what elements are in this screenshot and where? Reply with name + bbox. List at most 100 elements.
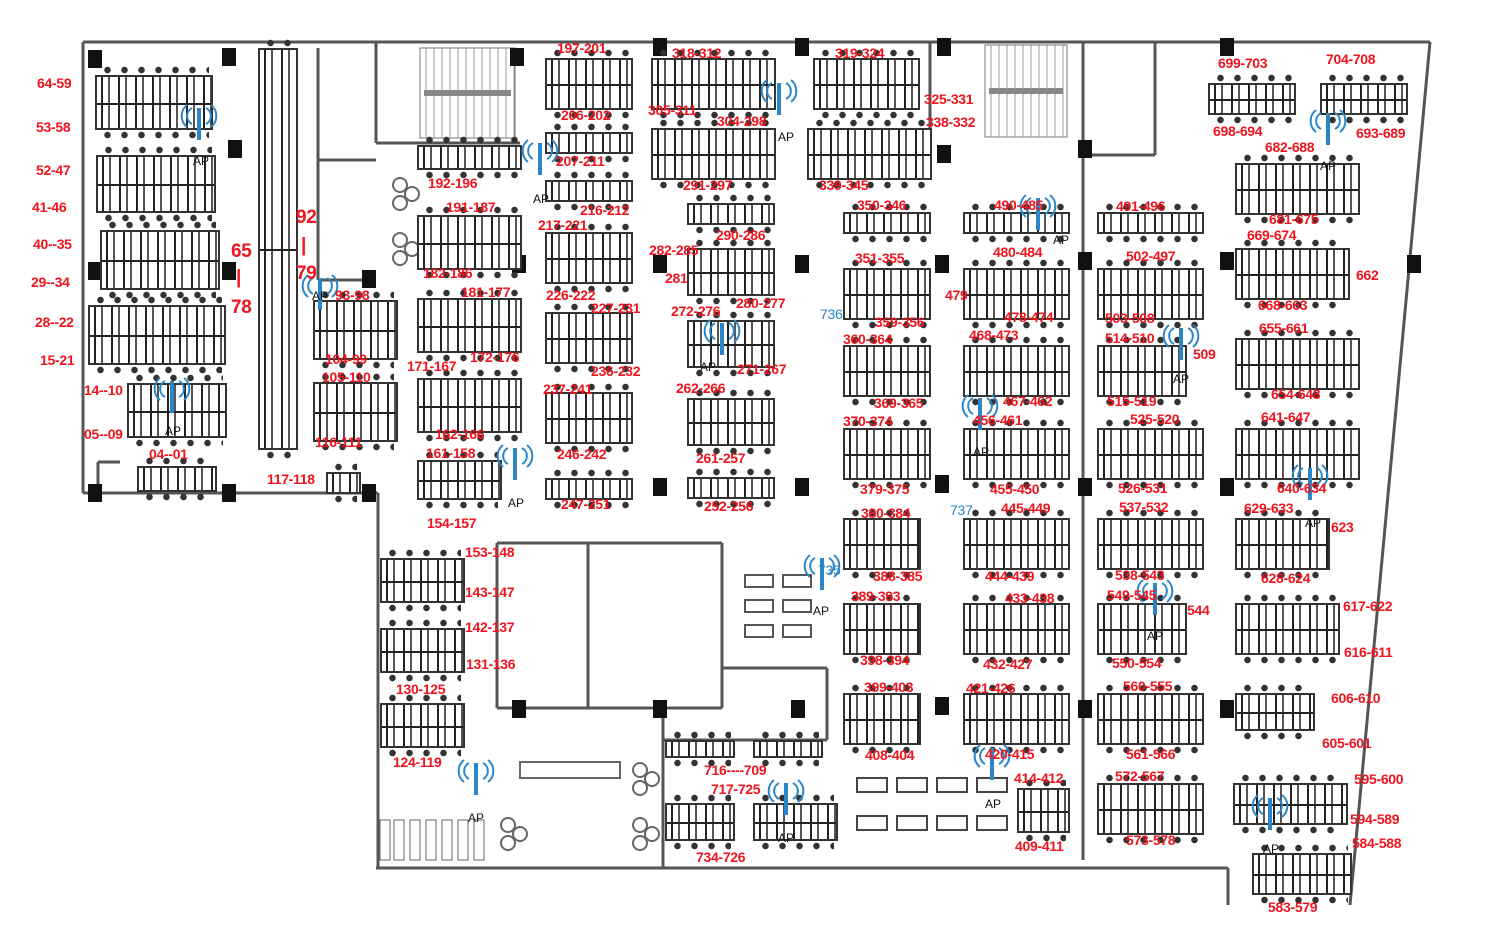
seat-range-label: 105-110 xyxy=(322,369,371,385)
meeting-table xyxy=(856,815,888,831)
desk-divider xyxy=(315,330,396,332)
seat-range-label: 549-545 xyxy=(1107,587,1157,603)
desk-divider xyxy=(689,272,773,274)
meeting-table xyxy=(936,777,968,793)
seat-range-label: 197-201 xyxy=(557,40,607,56)
seat-range-label: 339-345 xyxy=(819,177,869,193)
desk-divider xyxy=(1237,712,1313,714)
seat-range-label: 572-567 xyxy=(1115,768,1165,784)
seat-range-label: 514-510 xyxy=(1105,330,1155,346)
lounge-chair xyxy=(644,771,660,787)
seat-range-label: 682-688 xyxy=(1265,139,1315,155)
seat-range-label: 369-365 xyxy=(874,395,924,411)
seat-range-label: 53-58 xyxy=(36,119,71,135)
seat-range-label: 490-485 xyxy=(994,197,1044,213)
desk-cluster xyxy=(1097,336,1187,406)
desk-cluster xyxy=(843,336,931,406)
seat-range-label: 444-439 xyxy=(985,568,1035,584)
seat-range-label: 480-484 xyxy=(993,244,1043,260)
seat-range-label: 550-554 xyxy=(1112,655,1162,671)
seat-range-label: 153-148 xyxy=(465,544,515,560)
seat-range-label: 561-566 xyxy=(1126,746,1176,762)
seat-range-label: 584-588 xyxy=(1352,835,1402,851)
desk-divider xyxy=(1237,544,1328,546)
seat-range-label: 319-324 xyxy=(835,45,885,61)
desk-cluster xyxy=(545,123,633,163)
desk-divider xyxy=(1210,99,1294,101)
desk-divider xyxy=(1237,454,1358,456)
desk-divider xyxy=(1099,544,1202,546)
wifi-access-point-icon xyxy=(149,375,195,415)
lounge-chair xyxy=(644,826,660,842)
seat-range-label: 515-519 xyxy=(1107,393,1157,409)
lounge-chair xyxy=(392,177,408,193)
desk-cluster xyxy=(258,39,298,459)
structural-column xyxy=(935,475,949,493)
desk-cluster xyxy=(963,259,1070,329)
seat-range-label: 389-393 xyxy=(851,588,901,604)
structural-column xyxy=(935,255,949,273)
structural-column xyxy=(512,700,526,718)
desk-cluster xyxy=(1208,74,1296,124)
desk-cluster xyxy=(665,794,735,850)
seat-range-label: 227-231 xyxy=(591,300,641,316)
desk-divider xyxy=(129,410,225,413)
seat-range-label: 131-136 xyxy=(466,656,516,672)
wifi-access-point-icon xyxy=(453,757,499,797)
wifi-access-point-icon xyxy=(1247,792,1293,832)
seat-range-label: 325-331 xyxy=(924,91,974,107)
desk-divider xyxy=(809,154,930,156)
seat-range-label: 52-47 xyxy=(36,162,71,178)
desk-divider xyxy=(653,84,774,86)
seat-range-label: 359-356 xyxy=(875,314,925,330)
seat-range-label: 704-708 xyxy=(1326,51,1376,67)
desk-cluster xyxy=(545,223,633,293)
ap-label: AP xyxy=(1263,842,1280,856)
locker xyxy=(425,819,437,861)
seat-range-label: 388-385 xyxy=(873,568,923,584)
desk-cluster xyxy=(417,136,522,179)
aisle-seat-range-label: 92 xyxy=(296,207,317,228)
structural-column xyxy=(653,478,667,496)
wifi-access-point-icon xyxy=(297,272,343,312)
seat-range-label: 262-266 xyxy=(676,380,726,396)
wifi-access-point-icon xyxy=(957,392,1003,432)
desk-divider xyxy=(965,719,1068,721)
wifi-access-point-icon xyxy=(1015,192,1061,232)
wifi-access-point-icon xyxy=(1287,462,1333,502)
desk-divider xyxy=(1237,189,1358,191)
seat-range-label: 623 xyxy=(1331,519,1354,535)
desk-cluster xyxy=(417,206,522,279)
desk-divider xyxy=(965,294,1068,296)
desk-divider xyxy=(845,719,919,721)
desk-divider xyxy=(845,454,929,456)
desk-cluster xyxy=(1235,154,1360,224)
desk-cluster xyxy=(545,383,633,453)
seat-range-label: 272-276 xyxy=(671,303,721,319)
desk-cluster xyxy=(545,171,633,211)
seat-range-label: 380-384 xyxy=(861,505,911,521)
structural-column xyxy=(1220,38,1234,56)
meeting-table xyxy=(976,815,1008,831)
seat-range-label: 573-578 xyxy=(1126,832,1176,848)
seat-range-label: 142-137 xyxy=(465,619,515,635)
desk-divider xyxy=(419,480,500,482)
seat-range-label: 64-59 xyxy=(37,75,72,91)
desk-divider xyxy=(1237,364,1358,366)
seat-range-label: 681-675 xyxy=(1269,211,1319,227)
seat-range-label: 370-374 xyxy=(843,413,893,429)
desk-divider xyxy=(547,338,631,340)
desk-divider xyxy=(1099,294,1202,296)
desk-divider xyxy=(755,822,836,824)
desk-cluster xyxy=(1017,779,1070,842)
desk-divider xyxy=(965,629,1068,631)
wifi-access-point-icon xyxy=(492,442,538,482)
seat-range-label: 282-285 xyxy=(649,242,699,258)
desk-cluster xyxy=(963,419,1070,489)
desk-divider xyxy=(1099,809,1202,811)
structural-column xyxy=(510,48,524,66)
seat-range-label: 537-532 xyxy=(1119,499,1169,515)
desk-divider xyxy=(1099,454,1202,456)
seat-range-label: 594-589 xyxy=(1350,811,1400,827)
desk-cluster xyxy=(313,291,398,369)
